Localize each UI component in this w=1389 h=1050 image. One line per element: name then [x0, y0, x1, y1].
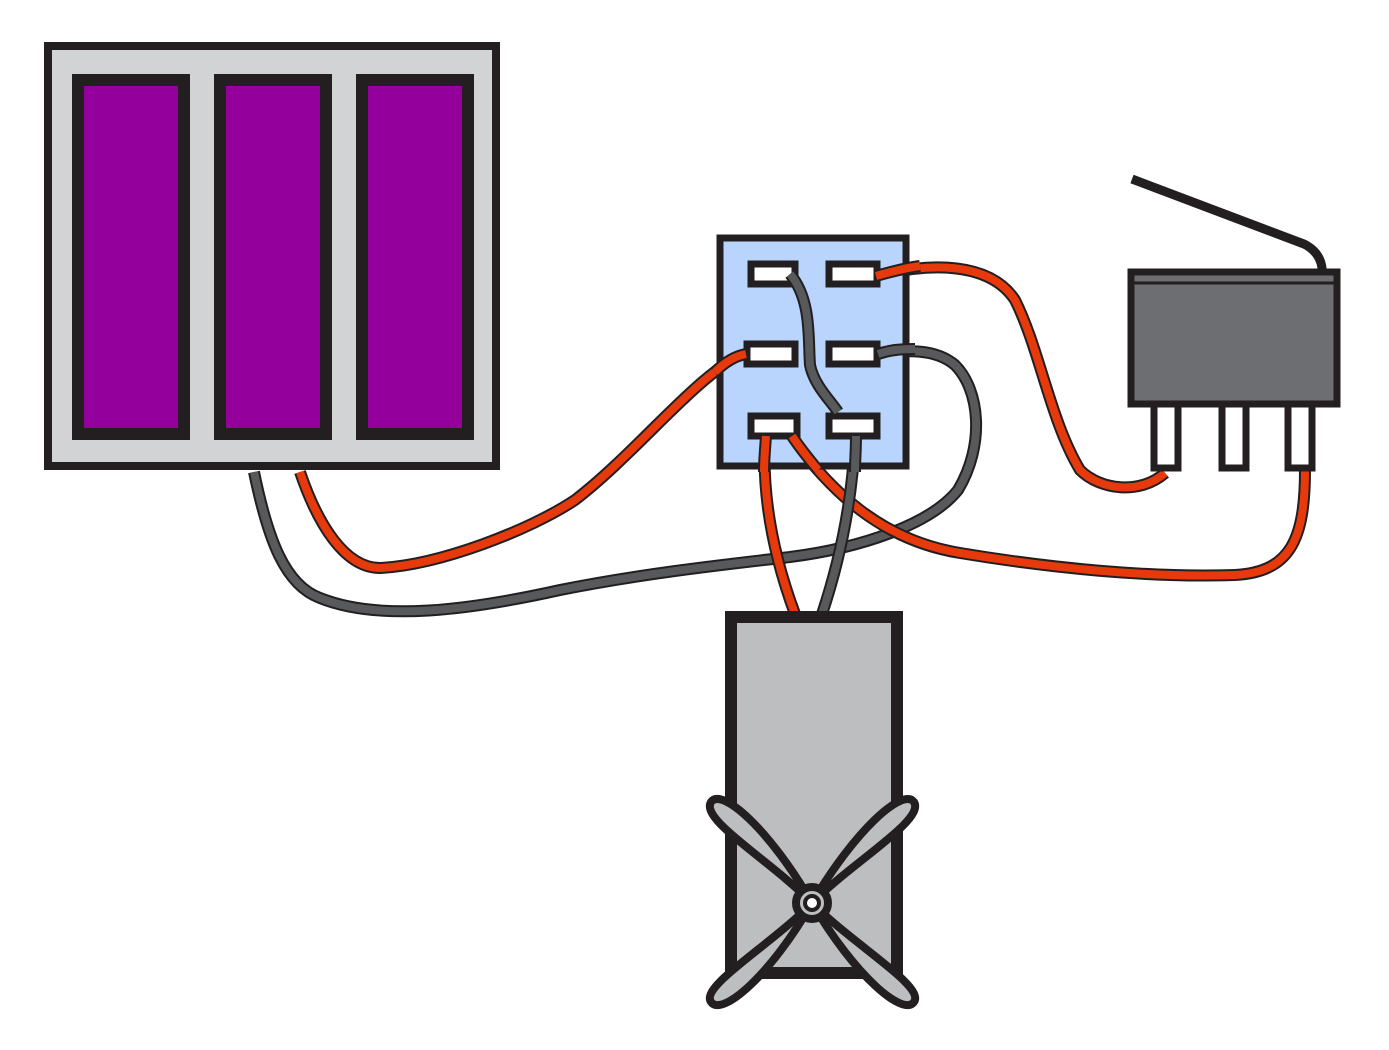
limit-switch-lever [1130, 174, 1327, 276]
switch-wire-ends [710, 260, 921, 474]
battery-cell-3 [356, 74, 474, 440]
battery-cell-2 [214, 74, 332, 440]
wires [248, 261, 1311, 618]
wire-battery-red [294, 346, 751, 575]
terminal-top-right [825, 260, 881, 288]
propeller-blade-2 [808, 795, 920, 906]
wire-battery-gray [248, 345, 982, 618]
limit-switch-pin-middle [1218, 398, 1250, 472]
propeller-blade-1 [705, 795, 816, 906]
terminal-mid-right [825, 340, 881, 368]
wire-switch-to-limit-right [787, 434, 1311, 582]
propeller-blade-3 [705, 900, 816, 1010]
limit-switch-body [1127, 268, 1341, 408]
terminal-bottom-left [747, 412, 801, 440]
propeller-icon [705, 795, 920, 1010]
limit-switch-icon [1127, 174, 1341, 472]
terminal-mid-left [743, 340, 799, 368]
propeller-hub-center [803, 894, 821, 912]
limit-switch-pin-right [1284, 398, 1316, 472]
terminal-bottom-right [825, 412, 881, 440]
wire-switch-to-limit-left [876, 261, 1169, 494]
battery-cell-1 [72, 74, 190, 440]
dc-motor-with-propeller-icon [705, 611, 920, 1010]
limit-switch-pin-left [1150, 398, 1182, 472]
battery-pack-icon [44, 42, 500, 470]
propeller-blade-4 [808, 900, 920, 1010]
